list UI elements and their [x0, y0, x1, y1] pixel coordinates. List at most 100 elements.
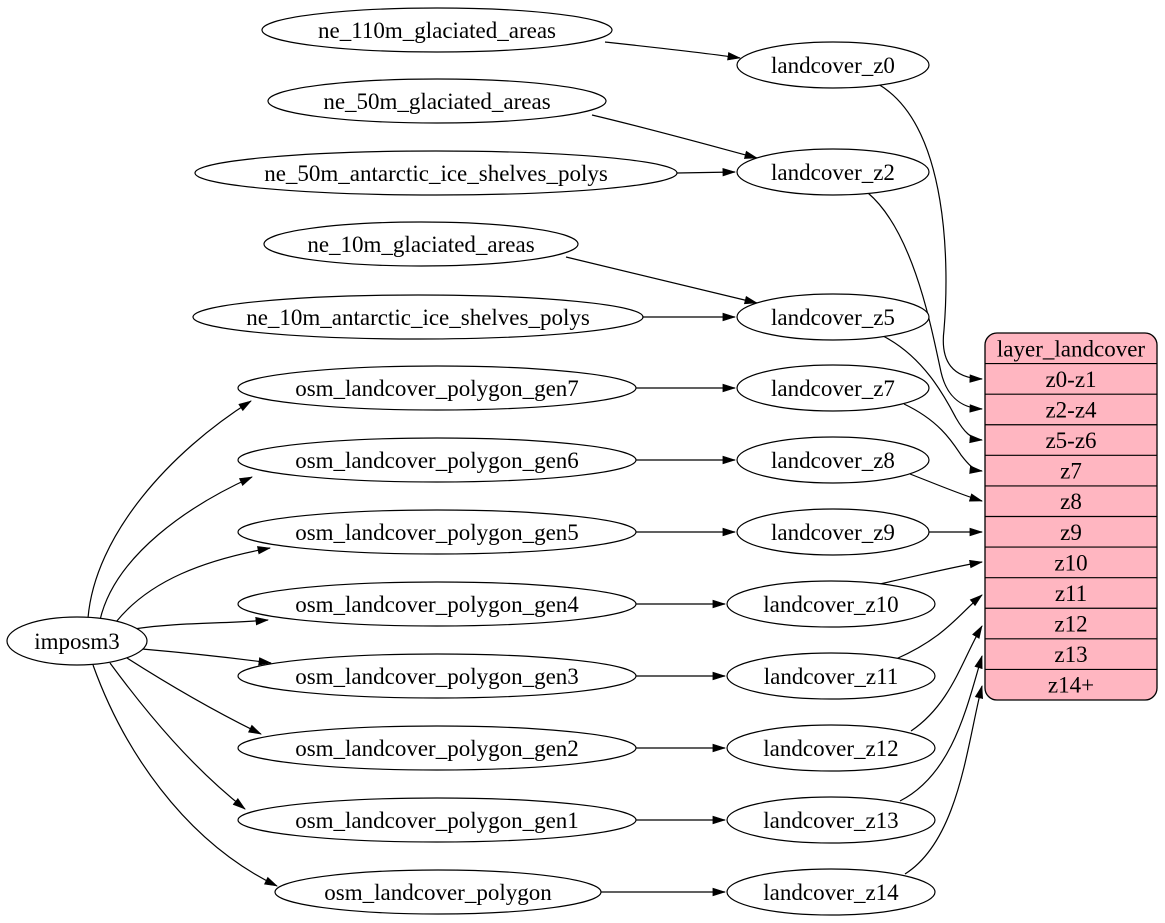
- node-landcover_z2: landcover_z2: [736, 148, 930, 196]
- node-shape-osm_landcover_polygon: [274, 869, 602, 915]
- node-osm_landcover_polygon_gen1: osm_landcover_polygon_gen1: [237, 797, 637, 843]
- node-shape-osm_landcover_polygon_gen7: [237, 365, 637, 411]
- node-label-ne_110m_glaciated_areas: ne_110m_glaciated_areas: [318, 18, 556, 43]
- edge-landcover_z11-to-layer_landcover-z11: [895, 594, 983, 660]
- node-label-osm_landcover_polygon: osm_landcover_polygon: [324, 880, 552, 905]
- node-label-ne_50m_glaciated_areas: ne_50m_glaciated_areas: [323, 89, 550, 114]
- node-label-ne_10m_glaciated_areas: ne_10m_glaciated_areas: [307, 232, 534, 257]
- node-shape-landcover_z13: [726, 796, 936, 844]
- edge-landcover_z7-to-layer_landcover-z7: [903, 403, 983, 474]
- edge-ne_50m_antarctic_ice_shelves_polys-to-landcover_z2: [676, 168, 737, 177]
- node-label-landcover_z0: landcover_z0: [771, 53, 895, 78]
- node-osm_landcover_polygon_gen4: osm_landcover_polygon_gen4: [237, 581, 637, 627]
- record-node-layer_landcover: layer_landcoverz0-z1z2-z4z5-z6z7z8z9z10z…: [984, 332, 1158, 701]
- node-label-landcover_z7: landcover_z7: [771, 376, 895, 401]
- record-row-z13: z13: [1054, 642, 1087, 667]
- node-landcover_z5: landcover_z5: [736, 293, 930, 341]
- node-osm_landcover_polygon_gen2: osm_landcover_polygon_gen2: [237, 725, 637, 771]
- node-label-landcover_z9: landcover_z9: [771, 520, 895, 545]
- edge-imposm3-to-osm_landcover_polygon_gen6: [99, 476, 253, 621]
- node-label-landcover_z14: landcover_z14: [763, 880, 899, 905]
- node-label-ne_10m_antarctic_ice_shelves_polys: ne_10m_antarctic_ice_shelves_polys: [246, 305, 590, 330]
- edge-imposm3-to-osm_landcover_polygon_gen3: [141, 648, 272, 666]
- node-osm_landcover_polygon_gen5: osm_landcover_polygon_gen5: [237, 509, 637, 555]
- node-shape-ne_10m_antarctic_ice_shelves_polys: [192, 294, 644, 340]
- node-shape-landcover_z12: [726, 724, 936, 772]
- edge-ne_10m_glaciated_areas-to-landcover_z5: [565, 256, 758, 305]
- node-shape-ne_110m_glaciated_areas: [261, 7, 613, 53]
- node-osm_landcover_polygon: osm_landcover_polygon: [274, 869, 602, 915]
- edge-landcover_z13-to-layer_landcover-z13: [899, 655, 983, 802]
- record-row-z12: z12: [1054, 612, 1087, 637]
- node-ne_50m_antarctic_ice_shelves_polys: ne_50m_antarctic_ice_shelves_polys: [194, 150, 678, 196]
- node-label-imposm3: imposm3: [34, 629, 120, 654]
- node-landcover_z13: landcover_z13: [726, 796, 936, 844]
- node-shape-landcover_z0: [736, 41, 930, 89]
- node-label-landcover_z8: landcover_z8: [771, 448, 895, 473]
- node-osm_landcover_polygon_gen3: osm_landcover_polygon_gen3: [237, 653, 637, 699]
- node-shape-ne_50m_glaciated_areas: [267, 78, 607, 124]
- edges-layer: [87, 41, 984, 897]
- node-label-landcover_z2: landcover_z2: [771, 160, 895, 185]
- node-landcover_z11: landcover_z11: [726, 652, 936, 700]
- node-landcover_z14: landcover_z14: [726, 868, 936, 916]
- record-row-z0-z1: z0-z1: [1045, 367, 1096, 392]
- node-landcover_z7: landcover_z7: [736, 364, 930, 412]
- node-landcover_z8: landcover_z8: [736, 436, 930, 484]
- node-label-osm_landcover_polygon_gen3: osm_landcover_polygon_gen3: [295, 664, 579, 689]
- node-label-ne_50m_antarctic_ice_shelves_polys: ne_50m_antarctic_ice_shelves_polys: [264, 161, 608, 186]
- node-osm_landcover_polygon_gen7: osm_landcover_polygon_gen7: [237, 365, 637, 411]
- node-shape-landcover_z11: [726, 652, 936, 700]
- node-ne_110m_glaciated_areas: ne_110m_glaciated_areas: [261, 7, 613, 53]
- node-label-osm_landcover_polygon_gen7: osm_landcover_polygon_gen7: [295, 376, 579, 401]
- node-shape-osm_landcover_polygon_gen1: [237, 797, 637, 843]
- node-shape-landcover_z9: [736, 508, 930, 556]
- edge-imposm3-to-osm_landcover_polygon_gen7: [87, 400, 252, 619]
- node-shape-osm_landcover_polygon_gen4: [237, 581, 637, 627]
- record-row-z7: z7: [1060, 459, 1082, 484]
- node-shape-landcover_z2: [736, 148, 930, 196]
- node-landcover_z12: landcover_z12: [726, 724, 936, 772]
- record-title: layer_landcover: [997, 336, 1145, 361]
- edge-landcover_z0-to-layer_landcover-z0-z1: [877, 83, 984, 383]
- record-row-z10: z10: [1054, 550, 1087, 575]
- record-row-z5-z6: z5-z6: [1045, 428, 1096, 453]
- edge-imposm3-to-osm_landcover_polygon_gen2: [126, 657, 262, 735]
- node-shape-landcover_z8: [736, 436, 930, 484]
- edge-ne_50m_glaciated_areas-to-landcover_z2: [591, 114, 758, 159]
- node-shape-landcover_z14: [726, 868, 936, 916]
- edge-landcover_z10-to-layer_landcover-z10: [874, 559, 983, 586]
- node-landcover_z9: landcover_z9: [736, 508, 930, 556]
- node-shape-ne_10m_glaciated_areas: [263, 221, 579, 267]
- record-row-z8: z8: [1060, 489, 1082, 514]
- record-row-z14+: z14+: [1048, 673, 1094, 698]
- record-row-z9: z9: [1060, 520, 1082, 545]
- record-layer: layer_landcoverz0-z1z2-z4z5-z6z7z8z9z10z…: [984, 332, 1158, 701]
- node-label-osm_landcover_polygon_gen4: osm_landcover_polygon_gen4: [295, 592, 579, 617]
- node-shape-osm_landcover_polygon_gen3: [237, 653, 637, 699]
- node-label-osm_landcover_polygon_gen6: osm_landcover_polygon_gen6: [295, 448, 579, 473]
- node-label-osm_landcover_polygon_gen1: osm_landcover_polygon_gen1: [295, 808, 579, 833]
- edge-landcover_z8-to-layer_landcover-z8: [909, 473, 983, 502]
- edge-landcover_z14-to-layer_landcover-z14+: [904, 685, 983, 875]
- node-osm_landcover_polygon_gen6: osm_landcover_polygon_gen6: [237, 437, 637, 483]
- node-landcover_z10: landcover_z10: [726, 580, 936, 628]
- node-shape-landcover_z7: [736, 364, 930, 412]
- node-shape-imposm3: [6, 616, 148, 666]
- node-shape-landcover_z5: [736, 293, 930, 341]
- node-label-landcover_z12: landcover_z12: [763, 736, 898, 761]
- node-label-landcover_z11: landcover_z11: [764, 664, 899, 689]
- node-shape-osm_landcover_polygon_gen2: [237, 725, 637, 771]
- edge-landcover_z5-to-layer_landcover-z5-z6: [880, 334, 983, 444]
- edge-landcover_z2-to-layer_landcover-z2-z4: [867, 192, 984, 413]
- edge-imposm3-to-osm_landcover_polygon: [92, 664, 278, 887]
- node-shape-osm_landcover_polygon_gen5: [237, 509, 637, 555]
- node-label-osm_landcover_polygon_gen5: osm_landcover_polygon_gen5: [295, 520, 579, 545]
- edge-imposm3-to-osm_landcover_polygon_gen4: [133, 616, 269, 630]
- node-label-landcover_z10: landcover_z10: [763, 592, 898, 617]
- node-landcover_z0: landcover_z0: [736, 41, 930, 89]
- edge-imposm3-to-osm_landcover_polygon_gen1: [109, 662, 246, 810]
- nodes-layer: imposm3 ne_110m_glaciated_areas ne_50m_gla…: [6, 7, 936, 916]
